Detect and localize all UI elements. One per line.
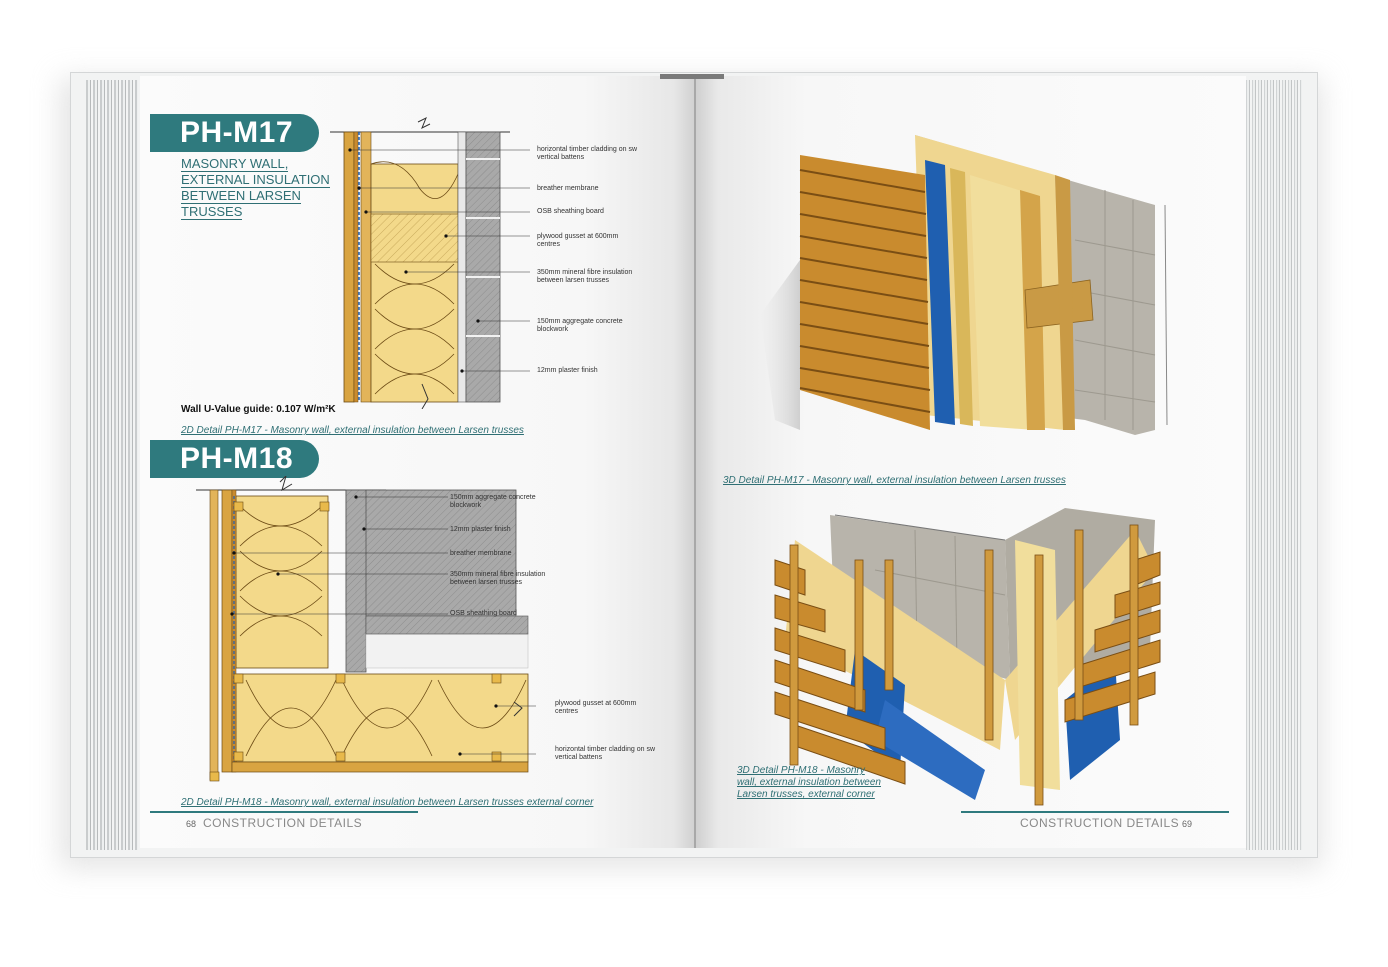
figure-caption-m17-2d: 2D Detail PH-M17 - Masonry wall, externa… [181,425,524,436]
annotation-label: plywood gusset at 600mm centres [537,233,619,248]
footer-rule-right [961,811,1229,813]
annotation-label: breather membrane [450,550,512,557]
detail-drawing-m17 [330,116,530,409]
page-edges-right [1244,80,1302,850]
section-subtitle-m17: MASONRY WALL, EXTERNAL INSULATION BETWEE… [181,156,330,220]
figure-caption-m18-2d: 2D Detail PH-M18 - Masonry wall, externa… [181,797,594,808]
annotation-label: OSB sheathing board [537,208,604,215]
figure-caption-m18-3d: 3D Detail PH-M18 - Masonry wall, externa… [737,765,881,801]
detail-drawing-m18 [196,476,536,782]
book-spine [694,76,696,848]
annotation-label: OSB sheathing board [450,610,517,617]
figure-caption-m17-3d: 3D Detail PH-M17 - Masonry wall, externa… [723,475,1066,486]
subtitle-line: BETWEEN LARSEN [181,188,301,204]
section-title-m18: PH-M18 [150,440,320,478]
annotation-label: plywood gusset at 600mm centres [555,700,637,715]
subtitle-line: EXTERNAL INSULATION [181,172,330,188]
page-number-left: 68 [186,819,197,829]
annotation-label: 12mm plaster finish [450,526,511,533]
annotation-label: horizontal timber cladding on sw vertica… [537,146,637,161]
caption-line: 3D Detail PH-M18 - Masonry [737,765,865,776]
annotation-label: breather membrane [537,185,599,192]
running-footer-right: CONSTRUCTION DETAILS [1020,816,1180,830]
caption-line: Larsen trusses, external corner [737,789,875,800]
annotation-label: 150mm aggregate concrete blockwork [450,494,536,509]
page-number-right: 69 [1182,819,1193,829]
section-title-m17: PH-M17 [150,114,320,152]
running-footer-left: CONSTRUCTION DETAILS [203,816,363,830]
caption-line: wall, external insulation between [737,777,881,788]
subtitle-line: TRUSSES [181,204,243,220]
annotation-label: 350mm mineral fibre insulation between l… [537,269,633,284]
footer-rule-left [150,811,418,813]
subtitle-line: MASONRY WALL, [181,156,289,172]
3d-render-m18 [774,508,1161,806]
annotation-label: 150mm aggregate concrete blockwork [537,318,623,333]
u-value-note: Wall U-Value guide: 0.107 W/m²K [181,404,336,415]
page-edges-left [86,80,138,850]
spine-band [660,74,724,79]
annotation-label: 350mm mineral fibre insulation between l… [450,571,546,586]
annotation-label: horizontal timber cladding on sw vertica… [555,746,655,761]
annotation-label: 12mm plaster finish [537,367,598,374]
3d-render-m17 [760,135,1168,435]
